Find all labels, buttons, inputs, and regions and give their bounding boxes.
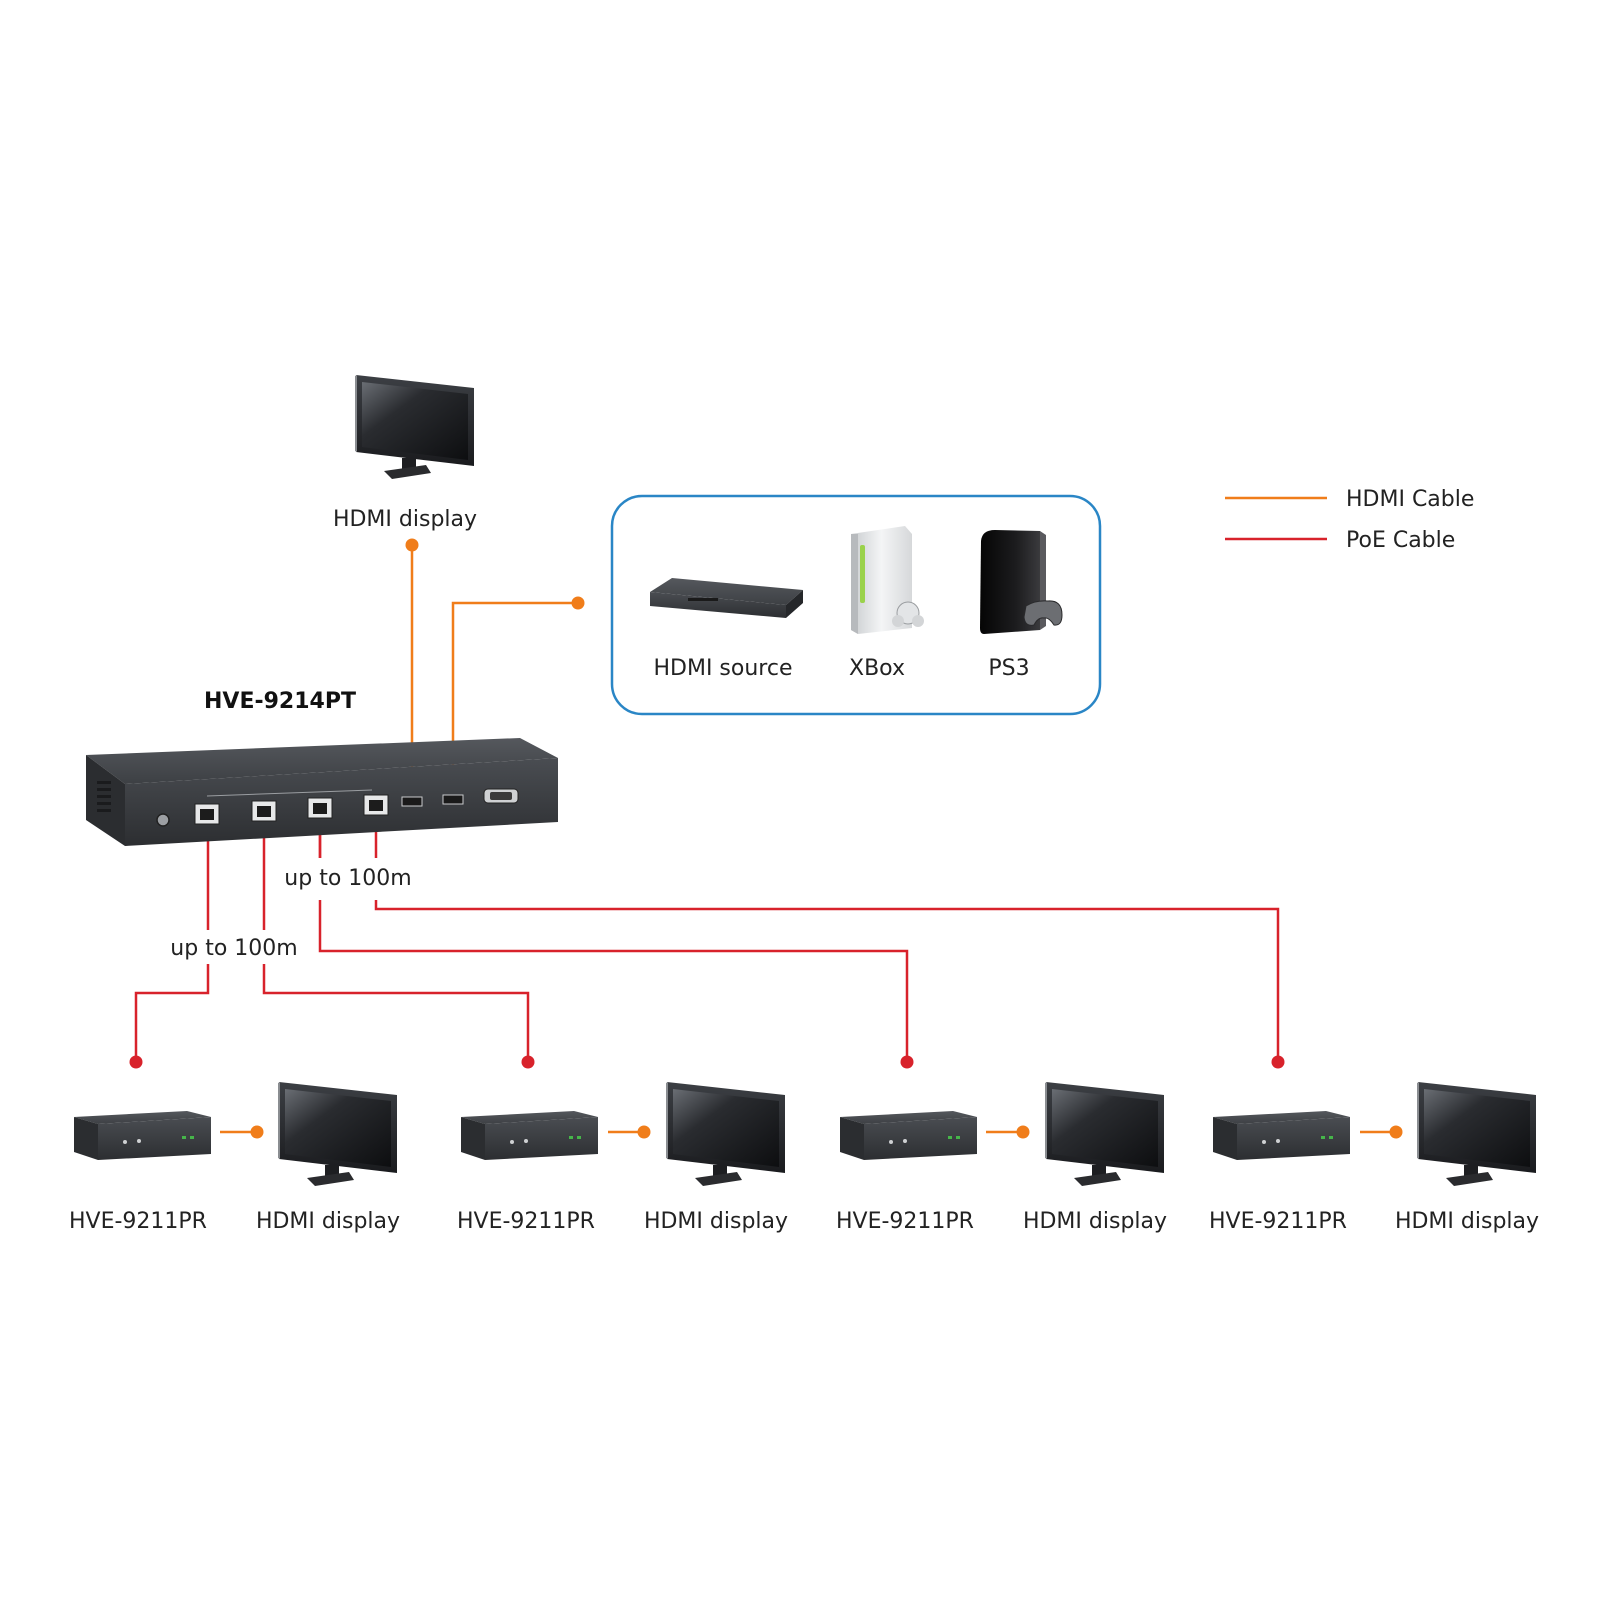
xbox-icon [851,526,924,634]
hdmi-cable-source [451,601,578,794]
monitor-icon [1045,1082,1164,1186]
receiver-hdmi-endpoint [1389,1125,1403,1139]
receiver-unit-1: HVE-9211PR [69,1111,211,1234]
receiver-model-label: HVE-9211PR [69,1209,207,1234]
receiver-device-icon [461,1111,598,1160]
distance-label-text: up to 100m [170,936,297,961]
receiver-display-1: HDMI display [256,1082,400,1234]
distance-label-text: up to 100m [284,866,411,891]
monitor-icon [1417,1082,1536,1186]
monitor-icon [355,375,474,479]
receiver-unit-4: HVE-9211PR [1209,1111,1350,1234]
receiver-display-4: HDMI display [1395,1082,1539,1234]
source-label-hdmi-source: HDMI source [653,656,792,681]
rj45-port-icon [307,797,333,819]
receiver-display-label: HDMI display [644,1209,788,1234]
poe-cable-4-lower [374,900,1280,1060]
receiver-device-icon [840,1111,977,1160]
receiver-device-icon [74,1111,211,1160]
poe-cable-endpoint [1271,1055,1285,1069]
hdmi-in-port-icon [442,794,464,805]
receiver-hdmi-endpoint [637,1125,651,1139]
rj45-port-icon [251,800,277,822]
receiver-hdmi-endpoint [250,1125,264,1139]
monitor-icon [278,1082,397,1186]
source-group-frame [610,494,1102,716]
hdmi-source-icon [650,578,803,618]
receiver-model-label: HVE-9211PR [1209,1209,1347,1234]
rs232-port-icon [483,788,519,804]
distance-label-upper: up to 100m [284,860,412,894]
receiver-unit-3: HVE-9211PR [836,1111,977,1234]
power-jack-icon [156,813,170,827]
receiver-display-label: HDMI display [1023,1209,1167,1234]
poe-cable-2 [262,828,530,1060]
poe-cable-3-lower [318,900,909,1060]
hdmi-out-port-icon [401,796,423,807]
transmitter: HVE-9214PT [86,689,558,846]
receiver-device-icon [1213,1111,1350,1160]
legend-poe-label: PoE Cable [1346,528,1455,553]
receiver-display-label: HDMI display [256,1209,400,1234]
legend-hdmi-label: HDMI Cable [1346,487,1474,512]
poe-cable-endpoint [129,1055,143,1069]
poe-cables [129,828,1285,1069]
distance-label-lower: up to 100m [170,930,298,964]
hdmi-cable-endpoint [405,538,419,552]
monitor-icon [666,1082,785,1186]
source-label-ps3: PS3 [988,656,1029,681]
legend: HDMI Cable PoE Cable [1225,487,1474,553]
source-group: HDMI source XBox PS3 [610,494,1102,716]
hdmi-cable-endpoint [571,596,585,610]
rj45-port-icon [363,794,389,816]
local-hdmi-display: HDMI display [333,375,477,532]
receiver-hdmi-endpoint [1016,1125,1030,1139]
receiver-display-3: HDMI display [1023,1082,1167,1234]
local-display-label: HDMI display [333,507,477,532]
source-label-xbox: XBox [849,656,905,681]
transmitter-device-icon [86,738,558,846]
ps3-controller-icon [1023,600,1063,626]
receiver-display-2: HDMI display [644,1082,788,1234]
ps3-icon [980,530,1063,634]
receiver-model-label: HVE-9211PR [836,1209,974,1234]
poe-cable-1 [134,828,210,1060]
receiver-unit-2: HVE-9211PR [457,1111,598,1234]
rj45-port-icon [194,803,220,825]
receiver-display-label: HDMI display [1395,1209,1539,1234]
receiver-hdmi-links [220,1125,1403,1139]
receiver-model-label: HVE-9211PR [457,1209,595,1234]
poe-cable-endpoint [900,1055,914,1069]
poe-cable-endpoint [521,1055,535,1069]
transmitter-model-label: HVE-9214PT [204,689,356,714]
